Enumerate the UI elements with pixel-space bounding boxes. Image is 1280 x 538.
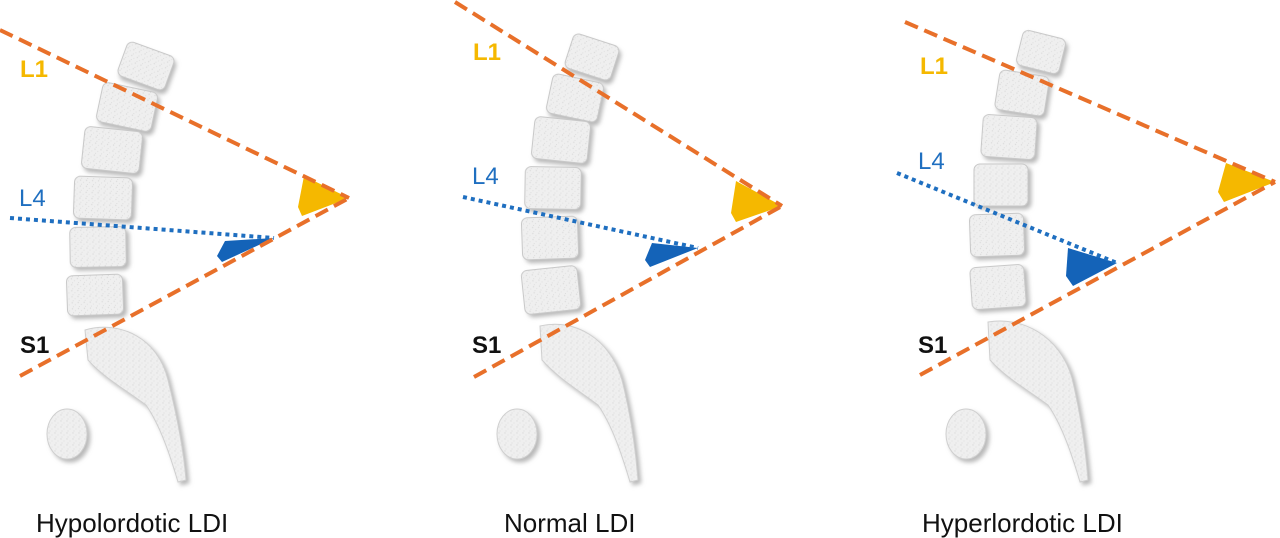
angle-marker-l1 xyxy=(1218,163,1275,202)
label-l4: L4 xyxy=(472,163,499,190)
sacrum xyxy=(987,320,1089,483)
angle-marker-l4 xyxy=(1066,248,1117,286)
vertebra-l5-upper xyxy=(520,215,580,261)
spine-normal xyxy=(496,33,639,483)
femoral-head xyxy=(46,408,88,460)
vertebra-l4 xyxy=(973,163,1029,207)
s1-endplate-line xyxy=(919,180,1276,377)
label-l1: L1 xyxy=(473,39,501,66)
vertebra-l4 xyxy=(524,166,582,210)
vertebra-l4 xyxy=(72,175,134,221)
l1-endplate-line xyxy=(904,20,1276,184)
panel-hyperlordotic: L1 L4 S1 Hyperlordotic LDI xyxy=(896,20,1276,538)
caption-hyperlordotic: Hyperlordotic LDI xyxy=(922,508,1123,538)
label-l4: L4 xyxy=(19,185,46,212)
spine-hypolordotic xyxy=(46,41,187,483)
vertebra-l3 xyxy=(980,114,1038,160)
label-l1: L1 xyxy=(20,56,48,83)
caption-hypolordotic: Hypolordotic LDI xyxy=(36,508,228,538)
l1-endplate-line xyxy=(453,0,784,208)
l4-endplate-line xyxy=(9,216,275,240)
vertebra-l1 xyxy=(1016,29,1066,75)
caption-normal: Normal LDI xyxy=(504,508,635,538)
angle-marker-l1 xyxy=(298,176,349,216)
vertebra-l5 xyxy=(969,264,1027,310)
vertebra-l2 xyxy=(546,73,604,123)
vertebra-l5-upper xyxy=(968,212,1026,258)
vertebra-l2 xyxy=(994,69,1050,117)
vertebra-l5 xyxy=(520,265,582,315)
spine-hyperlordotic xyxy=(945,29,1089,483)
label-l1: L1 xyxy=(920,53,948,80)
sacrum xyxy=(84,326,187,483)
l1-endplate-line xyxy=(0,28,350,200)
sacrum xyxy=(539,323,639,483)
vertebra-l5-upper xyxy=(69,226,127,268)
panel-hypolordotic: L1 L4 S1 Hypolordotic LDI xyxy=(0,28,350,538)
label-s1: S1 xyxy=(472,332,501,359)
femoral-head xyxy=(496,408,538,460)
vertebra-l2 xyxy=(96,82,158,132)
vertebra-l1 xyxy=(564,33,620,81)
angle-marker-l1 xyxy=(731,181,782,222)
s1-endplate-line xyxy=(473,204,783,379)
femoral-head xyxy=(945,408,987,460)
angle-marker-l4 xyxy=(217,238,274,262)
l4-endplate-line xyxy=(462,195,699,250)
label-s1: S1 xyxy=(918,332,947,359)
angle-marker-l4 xyxy=(645,243,698,267)
panel-normal: L1 L4 S1 Normal LDI xyxy=(453,0,784,538)
vertebra-l3 xyxy=(531,116,591,164)
vertebra-l1 xyxy=(117,41,175,91)
vertebra-l5 xyxy=(66,273,124,317)
vertebra-l3 xyxy=(81,126,143,174)
label-l4: L4 xyxy=(918,148,945,175)
label-s1: S1 xyxy=(20,332,49,359)
